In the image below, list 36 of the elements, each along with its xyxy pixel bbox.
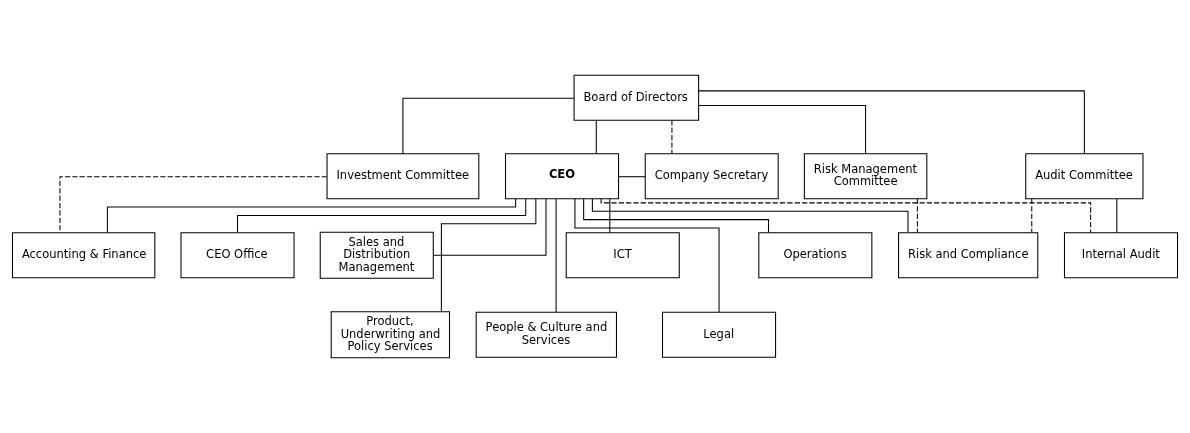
node-box: Internal Audit xyxy=(1063,232,1179,279)
connector xyxy=(698,90,1085,154)
connector xyxy=(1031,198,1033,234)
connector xyxy=(698,105,867,154)
connector xyxy=(595,119,597,155)
node-box: Audit Committee xyxy=(1025,153,1144,200)
connector xyxy=(618,176,646,178)
node-box: People & Culture and Services xyxy=(475,311,617,358)
node-box: Legal xyxy=(662,311,777,358)
connector xyxy=(671,119,673,155)
node-box: CEO xyxy=(504,153,620,200)
node-box: ICT xyxy=(565,232,680,279)
node-box: Operations xyxy=(758,232,873,279)
connector xyxy=(591,198,909,233)
node-box: Risk Management Committee xyxy=(803,153,928,200)
connector xyxy=(555,198,557,313)
connector xyxy=(1116,198,1118,234)
connector xyxy=(916,198,918,234)
node-box: CEO Office xyxy=(180,232,295,279)
node-box: Sales and Distribution Management xyxy=(319,231,434,279)
node-box: Board of Directors xyxy=(573,74,700,121)
node-box: Company Secretary xyxy=(644,153,779,200)
connector xyxy=(583,198,770,233)
connector xyxy=(574,198,720,313)
connector xyxy=(106,198,517,234)
connector xyxy=(609,198,611,234)
connector xyxy=(59,176,328,234)
node-box: Product, Underwriting and Policy Services xyxy=(330,311,451,359)
node-box: Accounting & Finance xyxy=(11,232,156,279)
connector xyxy=(600,198,1092,233)
node-box: Investment Committee xyxy=(326,153,480,200)
connector xyxy=(402,97,575,155)
node-box: Risk and Compliance xyxy=(898,232,1039,279)
connector xyxy=(237,198,527,234)
connector xyxy=(433,198,547,256)
connector xyxy=(440,198,537,313)
